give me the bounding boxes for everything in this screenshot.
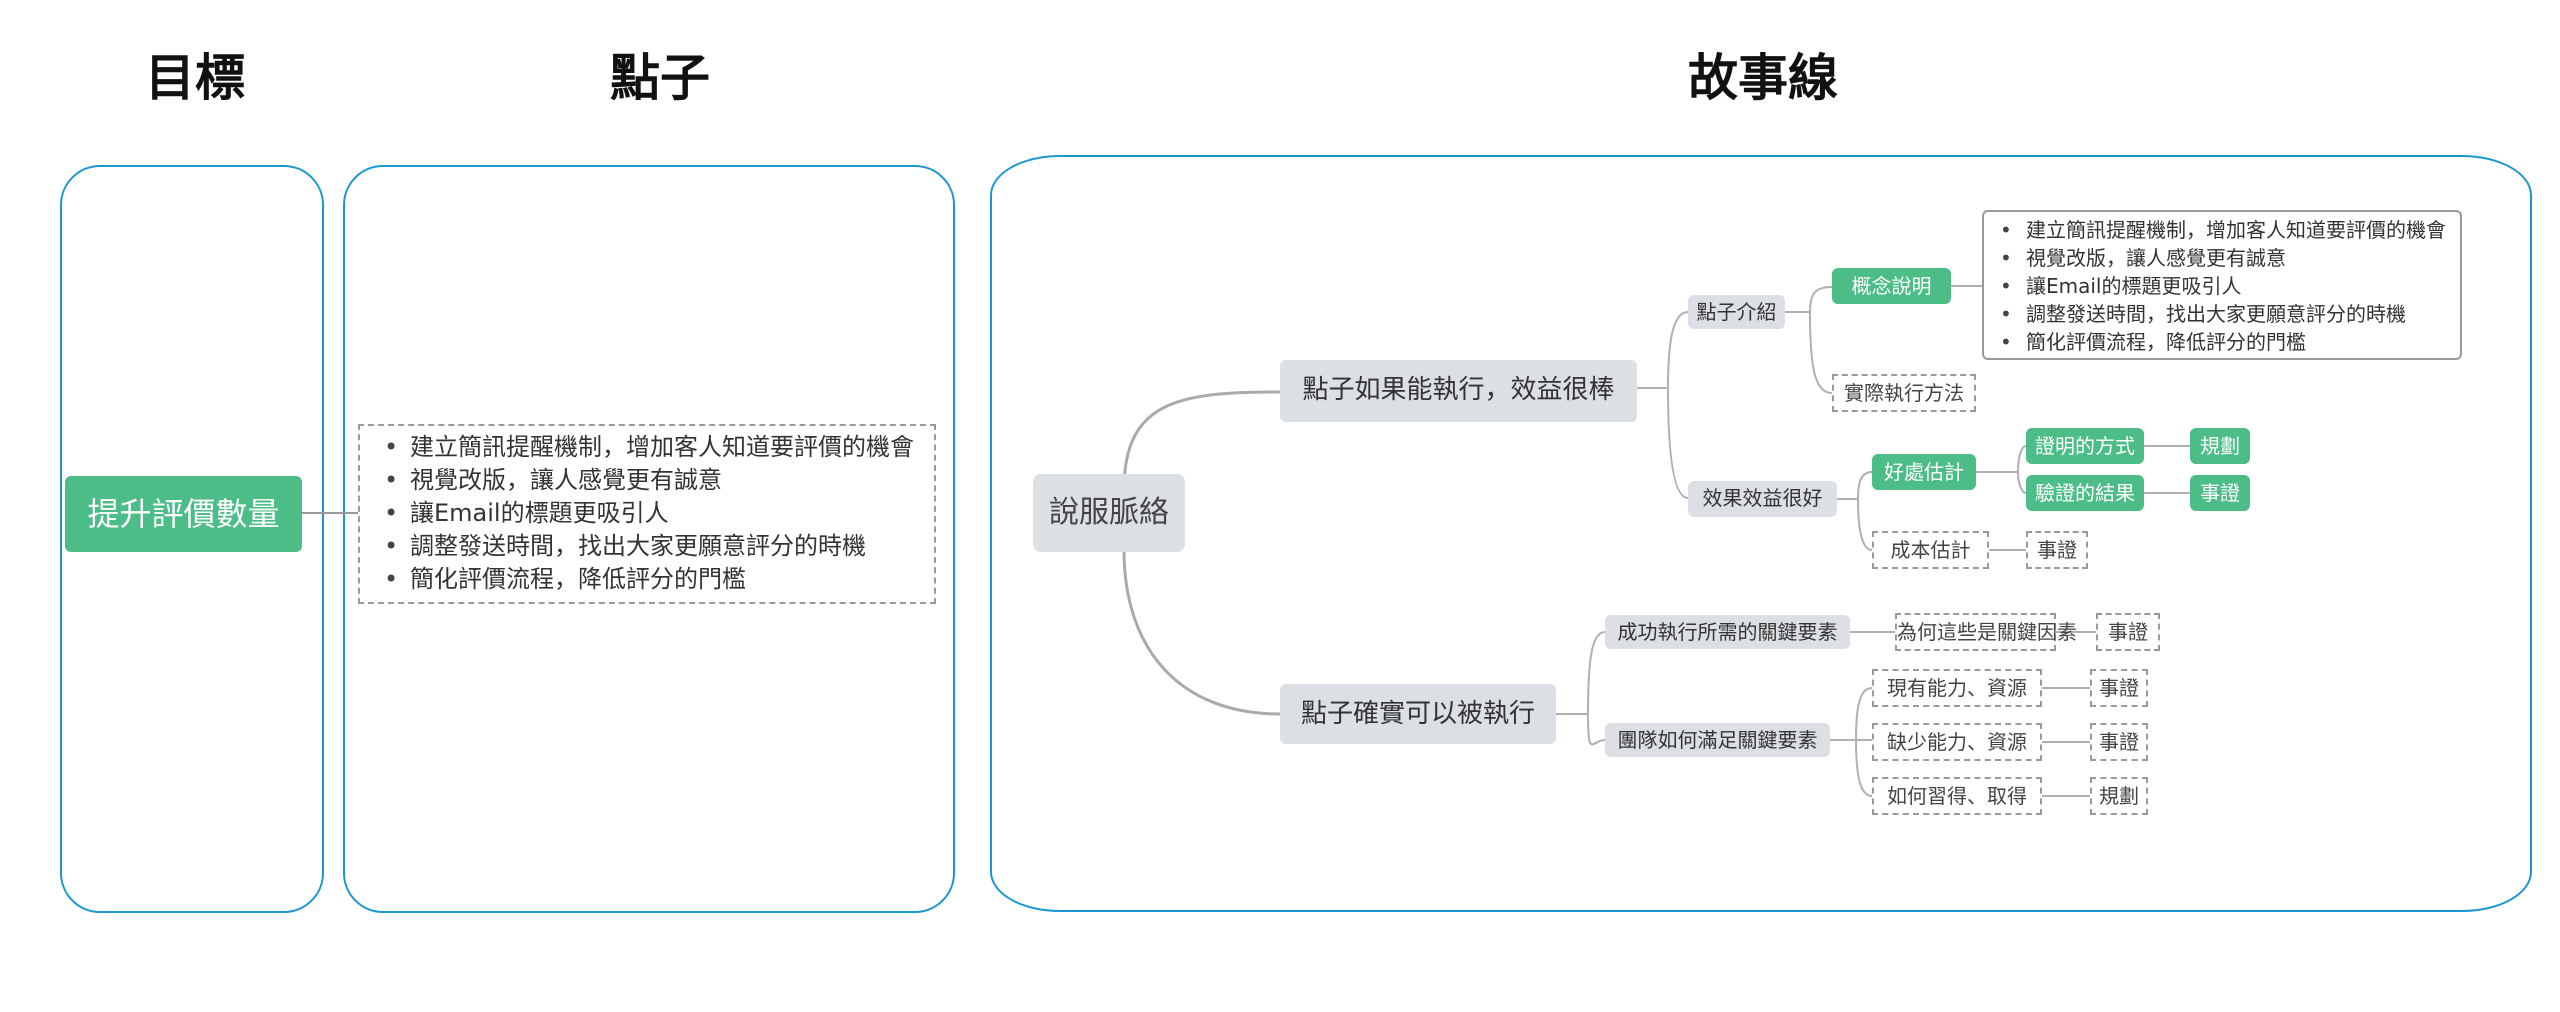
- method-node: 實際執行方法: [1832, 374, 1976, 412]
- verify-result-tag: 事證: [2190, 475, 2250, 511]
- concept-node: 概念說明: [1832, 268, 1951, 304]
- current-resources-tag: 事證: [2090, 669, 2148, 707]
- proof-way-node: 證明的方式: [2026, 428, 2144, 464]
- benefit-node: 好處估計: [1872, 454, 1976, 490]
- header-ideas: 點子: [610, 49, 710, 107]
- goal-panel: [60, 165, 324, 913]
- current-resources-node: 現有能力、資源: [1872, 669, 2042, 707]
- ideas-list-box: 建立簡訊提醒機制，增加客人知道要評價的機會 視覺改版，讓人感覺更有誠意 讓Ema…: [358, 424, 936, 604]
- idea-item: 調整發送時間，找出大家更願意評分的時機: [384, 530, 934, 563]
- concept-item: 讓Email的標題更吸引人: [2000, 272, 2460, 300]
- concept-item: 建立簡訊提醒機制，增加客人知道要評價的機會: [2000, 216, 2460, 244]
- idea-item: 簡化評價流程，降低評分的門檻: [384, 563, 934, 596]
- cost-tag: 事證: [2026, 531, 2088, 569]
- concept-item: 簡化評價流程，降低評分的門檻: [2000, 328, 2460, 356]
- branch-benefit-node: 點子如果能執行，效益很棒: [1280, 360, 1637, 422]
- why-key-tag: 事證: [2096, 613, 2160, 651]
- idea-item: 視覺改版，讓人感覺更有誠意: [384, 464, 934, 497]
- lacking-resources-tag: 事證: [2090, 723, 2148, 761]
- lacking-resources-node: 缺少能力、資源: [1872, 723, 2042, 761]
- storyline-panel: [990, 155, 2532, 912]
- acquire-tag: 規劃: [2090, 777, 2148, 815]
- key-factors-node: 成功執行所需的關鍵要素: [1605, 615, 1850, 649]
- idea-item: 建立簡訊提醒機制，增加客人知道要評價的機會: [384, 431, 934, 464]
- concept-item: 調整發送時間，找出大家更願意評分的時機: [2000, 300, 2460, 328]
- idea-intro-node: 點子介紹: [1688, 295, 1785, 329]
- ideas-panel: [343, 165, 955, 913]
- effect-node: 效果效益很好: [1688, 481, 1837, 517]
- concept-list-box: 建立簡訊提醒機制，增加客人知道要評價的機會 視覺改版，讓人感覺更有誠意 讓Ema…: [1982, 210, 2462, 360]
- team-node: 團隊如何滿足關鍵要素: [1605, 723, 1830, 757]
- idea-item: 讓Email的標題更吸引人: [384, 497, 934, 530]
- why-key-node: 為何這些是關鍵因素: [1895, 613, 2077, 651]
- branch-feasible-node: 點子確實可以被執行: [1280, 684, 1556, 744]
- cost-node: 成本估計: [1872, 531, 1989, 569]
- header-goal: 目標: [145, 49, 245, 107]
- verify-result-node: 驗證的結果: [2026, 475, 2144, 511]
- goal-node: 提升評價數量: [65, 476, 302, 552]
- mindmap-root: 說服脈絡: [1033, 474, 1185, 552]
- acquire-node: 如何習得、取得: [1872, 777, 2042, 815]
- proof-way-tag: 規劃: [2190, 428, 2250, 464]
- concept-item: 視覺改版，讓人感覺更有誠意: [2000, 244, 2460, 272]
- header-storyline: 故事線: [1688, 49, 1838, 107]
